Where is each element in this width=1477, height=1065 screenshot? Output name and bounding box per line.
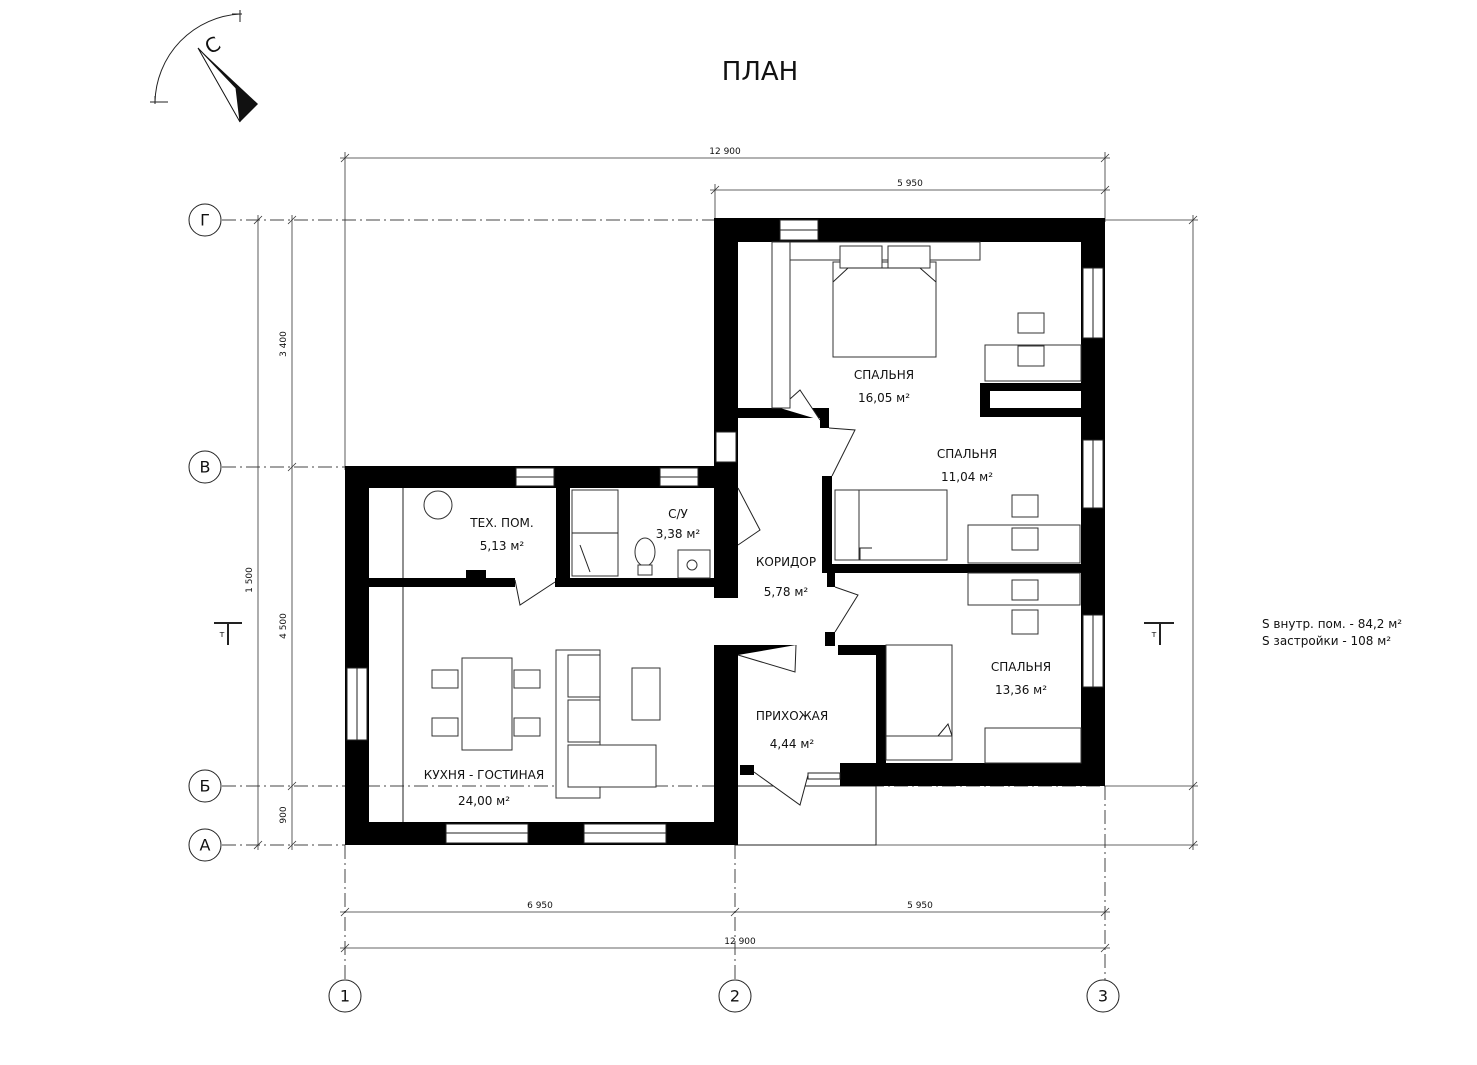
room-corridor-area: 5,78 м²: [764, 585, 809, 599]
axis-col-2: 2: [730, 987, 740, 1006]
axis-row-b: Б: [200, 777, 211, 796]
section-mark-left-label: т: [219, 630, 224, 640]
room-bedroom-1-name: СПАЛЬНЯ: [854, 368, 914, 382]
axis-row-a: А: [200, 836, 211, 855]
room-corridor-name: КОРИДОР: [756, 555, 816, 569]
dimensions-top: 12 900 5 950: [340, 147, 1110, 470]
axis-row-markers: Г В Б А: [188, 203, 222, 862]
room-bedroom-2-area: 11,04 м²: [941, 470, 993, 484]
axis-row-v: В: [200, 458, 211, 477]
axis-col-1: 1: [340, 987, 350, 1006]
room-bedroom-1-area: 16,05 м²: [858, 391, 910, 405]
dimensions-right: [876, 215, 1198, 850]
room-kitchen-name: КУХНЯ - ГОСТИНАЯ: [424, 768, 544, 782]
dim-bottom-right: 5 950: [907, 901, 933, 911]
section-mark-left: т: [214, 622, 242, 645]
room-bath-area: 3,38 м²: [656, 527, 701, 541]
axis-col-3: 3: [1098, 987, 1108, 1006]
doors: [514, 389, 859, 806]
dim-top-right: 5 950: [897, 179, 923, 189]
room-tech-name: ТЕХ. ПОМ.: [469, 516, 533, 530]
room-hallway-name: ПРИХОЖАЯ: [756, 709, 828, 723]
dim-bottom-left: 6 950: [527, 901, 553, 911]
dim-bottom-total: 12 900: [724, 937, 756, 947]
room-bath-name: С/У: [668, 507, 688, 521]
section-mark-right-label: т: [1151, 630, 1156, 640]
north-arrow-icon: С: [150, 10, 258, 123]
axis-col-markers: 1 2 3: [328, 979, 1120, 1013]
summary-built-area: S застройки - 108 м²: [1262, 634, 1391, 648]
room-labels: СПАЛЬНЯ 16,05 м² СПАЛЬНЯ 11,04 м² СПАЛЬН…: [424, 368, 1051, 808]
room-bedroom-3-name: СПАЛЬНЯ: [991, 660, 1051, 674]
dim-left-outer: 1 500: [245, 567, 255, 593]
dimensions-bottom: 6 950 5 950 12 900: [340, 901, 1110, 953]
dimensions-left: 1 500 3 400 4 500 900: [245, 215, 297, 850]
room-bedroom-2-name: СПАЛЬНЯ: [937, 447, 997, 461]
dim-top-total: 12 900: [709, 147, 741, 157]
porch: [734, 785, 877, 846]
room-tech-area: 5,13 м²: [480, 539, 525, 553]
dim-left-g-v: 3 400: [279, 331, 289, 357]
room-bedroom-3-area: 13,36 м²: [995, 683, 1047, 697]
dim-left-b-a: 900: [279, 806, 289, 823]
furniture: [402, 241, 1082, 822]
plan-title: ПЛАН: [722, 57, 798, 87]
summary-inner-area: S внутр. пом. - 84,2 м²: [1262, 617, 1402, 631]
windows: [346, 219, 1104, 844]
room-hallway-area: 4,44 м²: [770, 737, 815, 751]
axis-row-g: Г: [200, 211, 210, 230]
section-mark-right: т: [1144, 622, 1174, 645]
room-kitchen-area: 24,00 м²: [458, 794, 510, 808]
dim-left-v-b: 4 500: [279, 613, 289, 639]
